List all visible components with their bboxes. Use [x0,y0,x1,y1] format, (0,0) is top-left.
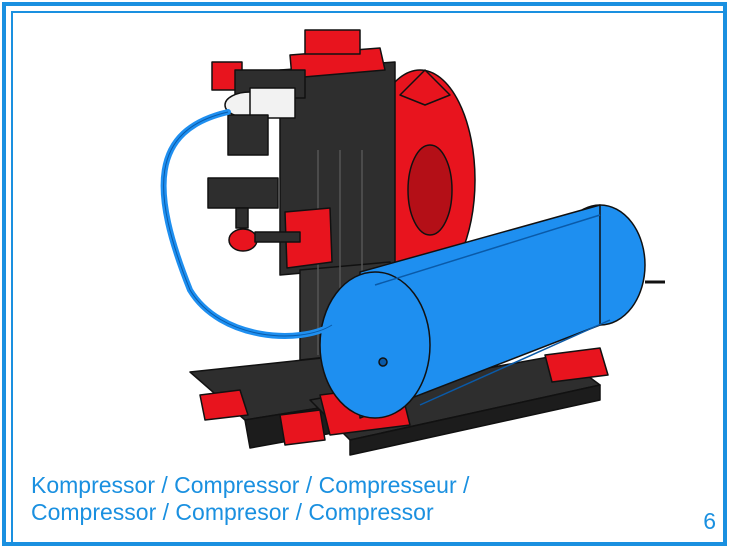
compressor-model-icon [160,29,665,456]
caption: Kompressor / Compressor / Compresseur / … [31,472,591,526]
caption-line-2: Compressor / Compresor / Compressor [31,499,434,525]
page-number: 6 [703,508,716,534]
caption-line-1: Kompressor / Compressor / Compresseur / [31,472,470,498]
